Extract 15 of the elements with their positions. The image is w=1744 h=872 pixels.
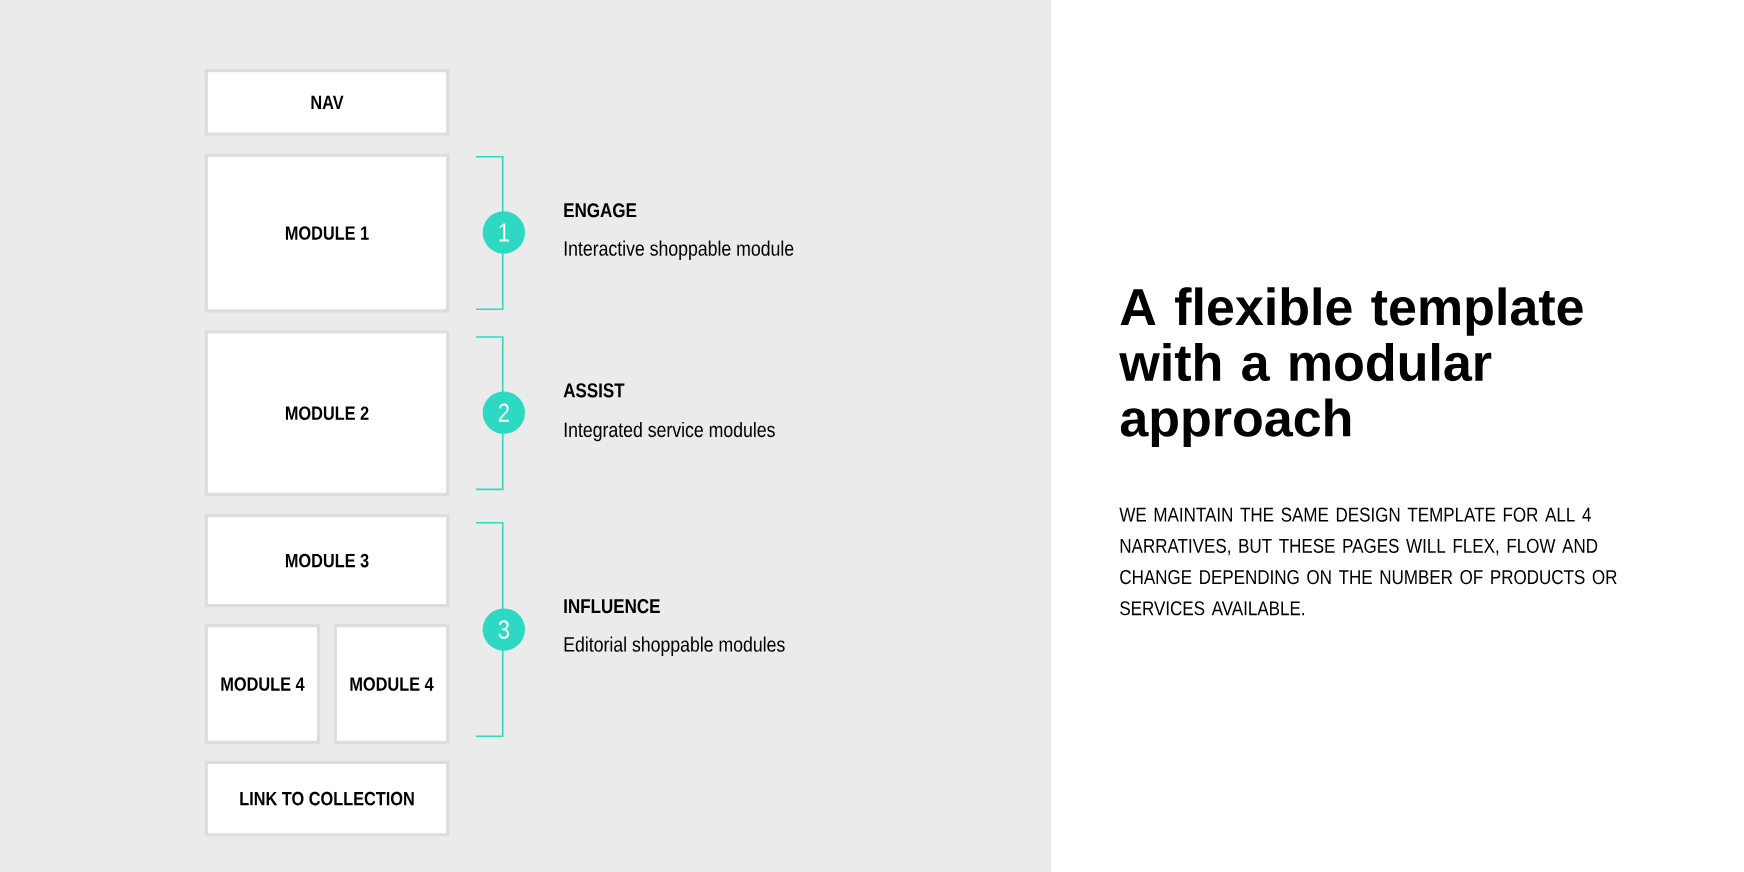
section-heading: ASSIST (563, 383, 625, 398)
module-box: MODULE 3 (204, 513, 450, 608)
section-description: Editorial shoppable modules (564, 636, 785, 656)
module-box: MODULE 1 (204, 153, 450, 313)
section-description: Integrated service modules (564, 421, 775, 442)
module-box: MODULE 4 (204, 624, 321, 745)
section-description: Interactive shoppable module (564, 240, 794, 260)
module-box: MODULE 4 (333, 624, 450, 745)
module-box: LINK TO COLLECTION (204, 760, 450, 837)
module-box: MODULE 2 (204, 330, 450, 496)
description-paragraph: WE MAINTAIN THE SAME DESIGN TEMPLATE FOR ALL 4 NARRATIVES, BUT THESE PAGES WILL FLEX, FLOW AND CHANGE DEPENDING ON THE NUMBER OF PRODUCTS OR SERVICES AVAILABLE. (1119, 507, 1617, 616)
module-box: NAV (204, 69, 450, 136)
section-heading: INFLUENCE (564, 599, 660, 614)
title: A flexible template with a modular approach (1119, 287, 1583, 448)
section-heading: ENGAGE (564, 203, 637, 218)
